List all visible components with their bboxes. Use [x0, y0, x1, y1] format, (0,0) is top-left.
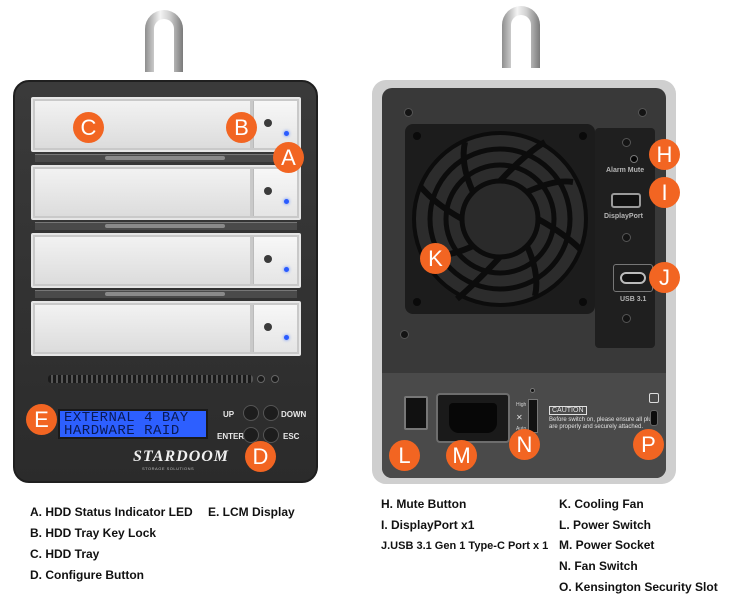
hdd-tray-2: [31, 165, 301, 220]
marker-h: H: [649, 139, 680, 170]
marker-b: B: [226, 112, 257, 143]
caution-text: Before switch on, please ensure all plug…: [549, 417, 659, 430]
screw: [622, 138, 631, 147]
tray-key-lock: [264, 323, 272, 331]
legend-back-k: K. Cooling Fan: [559, 497, 644, 511]
legend-front-e: E. LCM Display: [208, 505, 295, 519]
screw: [404, 108, 413, 117]
tray-lock-panel: [253, 305, 297, 352]
lock-icon: [649, 393, 659, 403]
front-vent-strip: [48, 375, 253, 383]
back-enclosure: Alarm Mute DisplayPort USB 3.1 High ✕ Au…: [372, 80, 676, 484]
marker-l: L: [389, 440, 420, 471]
legend-back-i: I. DisplayPort x1: [381, 518, 475, 532]
screw: [622, 314, 631, 323]
legend-front-c: C. HDD Tray: [30, 547, 100, 561]
down-button-label: DOWN: [281, 410, 307, 419]
legend-front-d: D. Configure Button: [30, 568, 144, 582]
marker-i: I: [649, 177, 680, 208]
tray-key-lock: [264, 119, 272, 127]
up-button[interactable]: [243, 405, 259, 421]
screw: [400, 330, 409, 339]
tray-face: [35, 237, 250, 284]
hdd-tray-4: [31, 301, 301, 356]
hdd-status-led: [284, 335, 289, 340]
back-lower-panel: [382, 373, 666, 478]
screw: [622, 233, 631, 242]
marker-p: P: [633, 429, 664, 460]
brand-tagline: STORAGE SOLUTIONS: [142, 466, 195, 471]
marker-c: C: [73, 112, 104, 143]
displayport-port[interactable]: [611, 193, 641, 208]
tray-divider: [35, 154, 297, 162]
legend-front-b: B. HDD Tray Key Lock: [30, 526, 157, 540]
legend-back-n: N. Fan Switch: [559, 559, 638, 573]
fan-switch[interactable]: [528, 399, 538, 433]
lcd-line-1: EXTERNAL 4 BAY: [64, 410, 189, 426]
esc-button[interactable]: [263, 427, 279, 443]
marker-m: M: [446, 440, 477, 471]
legend-back-o: O. Kensington Security Slot: [559, 580, 718, 594]
caution-label: CAUTION Before switch on, please ensure …: [549, 406, 659, 446]
legend-back-l: L. Power Switch: [559, 518, 652, 532]
fan-high-label: High: [516, 402, 527, 408]
hdd-status-led: [284, 199, 289, 204]
hdd-status-led: [284, 131, 289, 136]
front-indicator-dot: [257, 375, 265, 383]
tray-face: [35, 169, 250, 216]
power-switch[interactable]: [404, 396, 428, 430]
tray-face: [35, 305, 250, 352]
usb-c-port[interactable]: [620, 272, 646, 284]
legend-back-m: M. Power Socket: [559, 538, 655, 552]
up-button-label: UP: [223, 410, 235, 419]
enter-button-label: ENTER: [217, 432, 245, 441]
marker-n: N: [509, 429, 540, 460]
down-button[interactable]: [263, 405, 279, 421]
front-carry-handle: [145, 10, 183, 79]
hdd-tray-1: [31, 97, 301, 152]
power-socket[interactable]: [436, 393, 510, 443]
tray-lock-panel: [253, 101, 297, 148]
marker-k: K: [420, 243, 451, 274]
legend-front-a: A. HDD Status Indicator LED: [30, 505, 193, 519]
tray-divider: [35, 290, 297, 298]
marker-j: J: [649, 262, 680, 293]
hdd-tray-3: [31, 233, 301, 288]
fan-icon: ✕: [516, 413, 523, 422]
tray-key-lock: [264, 187, 272, 195]
kensington-slot[interactable]: [650, 410, 658, 426]
back-carry-handle: [502, 6, 540, 75]
lcd-line-2: HARDWARE RAID: [64, 423, 180, 439]
legend-back-h: H. Mute Button: [381, 497, 467, 511]
enter-button[interactable]: [243, 427, 259, 443]
displayport-label: DisplayPort: [604, 213, 643, 220]
back-panel: Alarm Mute DisplayPort USB 3.1 High ✕ Au…: [382, 88, 666, 478]
cooling-fan-icon: [412, 131, 588, 307]
tray-key-lock: [264, 255, 272, 263]
tray-lock-panel: [253, 169, 297, 216]
marker-d: D: [245, 441, 276, 472]
legend-back-j: J.USB 3.1 Gen 1 Type-C Port x 1: [381, 540, 549, 552]
fan-switch-dot: [530, 388, 535, 393]
usb-label: USB 3.1: [620, 296, 647, 303]
marker-a: A: [273, 142, 304, 173]
marker-e: E: [26, 404, 57, 435]
front-indicator-dot: [271, 375, 279, 383]
tray-lock-panel: [253, 237, 297, 284]
front-enclosure: EXTERNAL 4 BAY HARDWARE RAID UP DOWN ENT…: [13, 80, 318, 483]
lcm-display: EXTERNAL 4 BAY HARDWARE RAID: [58, 409, 208, 439]
fan-plate: [405, 124, 595, 314]
alarm-mute-label: Alarm Mute: [606, 167, 645, 174]
screw: [638, 108, 647, 117]
mute-button[interactable]: [630, 155, 638, 163]
caution-title: CAUTION: [549, 406, 587, 415]
tray-divider: [35, 222, 297, 230]
tray-face: [35, 101, 250, 148]
hdd-status-led: [284, 267, 289, 272]
brand-logo: STARDOOM: [133, 448, 230, 465]
esc-button-label: ESC: [283, 432, 300, 441]
